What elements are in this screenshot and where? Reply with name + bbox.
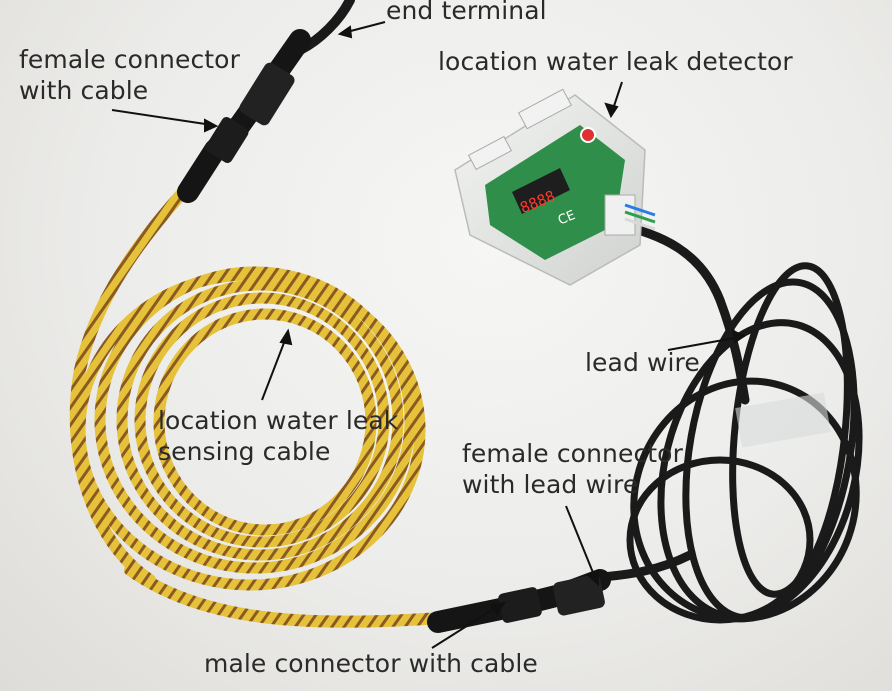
- label-female-connector-cable-line2: with cable: [19, 76, 149, 105]
- label-male-connector: male connector with cable: [204, 648, 538, 679]
- label-end-terminal-text: end terminal: [386, 0, 547, 25]
- ce-mark: CE: [556, 208, 578, 228]
- label-female-connector-lead: female connector with lead wire: [462, 438, 683, 500]
- tape-band: [735, 392, 831, 448]
- annotation-arrows: [111, 21, 747, 649]
- label-end-terminal: end terminal: [386, 0, 547, 26]
- label-female-connector-lead-line2: with lead wire: [462, 470, 639, 499]
- female-connector-top: [177, 0, 355, 203]
- lead-wire-coil: [595, 220, 863, 624]
- label-male-connector-text: male connector with cable: [204, 649, 538, 678]
- label-female-connector-cable-line1: female connector: [19, 45, 240, 74]
- led-indicator: [580, 127, 596, 143]
- label-female-connector-lead-line1: female connector: [462, 439, 683, 468]
- label-lead-wire: lead wire: [585, 347, 700, 378]
- label-detector-text: location water leak detector: [438, 47, 793, 76]
- label-sensing-cable-line1: location water leak: [158, 406, 399, 435]
- label-detector: location water leak detector: [438, 46, 793, 77]
- label-sensing-cable: location water leak sensing cable: [158, 405, 398, 467]
- label-sensing-cable-line2: sensing cable: [158, 437, 331, 466]
- connector-bottom: [427, 569, 611, 633]
- label-lead-wire-text: lead wire: [585, 348, 700, 377]
- water-leak-detector: 8888 CE: [454, 88, 656, 286]
- label-female-connector-cable: female connector with cable: [19, 44, 240, 106]
- sensing-cable-coil: [69, 184, 446, 628]
